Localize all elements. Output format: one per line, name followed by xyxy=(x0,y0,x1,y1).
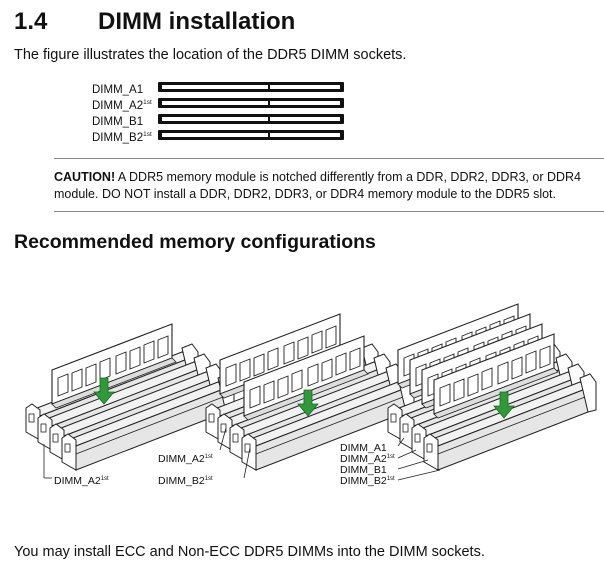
footer-text: You may install ECC and Non-ECC DDR5 DIM… xyxy=(14,544,485,560)
config-four-label-a2: DIMM_A21st xyxy=(340,453,395,465)
dimm-socket xyxy=(158,114,344,124)
dimm-socket xyxy=(158,130,344,140)
config-four-label-b1: DIMM_B1 xyxy=(340,464,387,476)
config-two-label-b2: DIMM_B21st xyxy=(158,475,213,487)
section-number: 1.4 xyxy=(14,8,48,35)
dimm-socket xyxy=(158,82,344,92)
slot-row-b2: DIMM_B21st xyxy=(92,128,362,144)
slot-row-a1: DIMM_A1 xyxy=(92,80,362,96)
config-four-label-b2: DIMM_B21st xyxy=(340,475,395,487)
memory-config-illustration xyxy=(25,303,597,481)
config-one-label-a2: DIMM_A21st xyxy=(54,475,109,487)
dimm-socket-diagram: DIMM_A1 DIMM_A21st DIMM_B1 DIMM_B21st xyxy=(92,80,362,144)
dimm-socket xyxy=(158,98,344,108)
config-four-label-a1: DIMM_A1 xyxy=(340,442,387,454)
recommended-configs-heading: Recommended memory configurations xyxy=(14,231,376,253)
caution-text: CAUTION! A DDR5 memory module is notched… xyxy=(54,170,582,201)
config-four-dimm xyxy=(387,303,597,471)
slot-label: DIMM_B1 xyxy=(92,116,144,128)
slot-label: DIMM_B21st xyxy=(92,131,152,144)
config-one-dimm xyxy=(25,323,235,471)
slot-label: DIMM_A1 xyxy=(92,84,144,96)
slot-label: DIMM_A21st xyxy=(92,99,152,112)
config-two-label-a2: DIMM_A21st xyxy=(158,453,213,465)
slot-row-b1: DIMM_B1 xyxy=(92,112,362,128)
caution-box: CAUTION! A DDR5 memory module is notched… xyxy=(54,158,604,212)
caution-label: CAUTION! xyxy=(54,170,116,184)
section-title: DIMM installation xyxy=(98,8,296,35)
slot-row-a2: DIMM_A21st xyxy=(92,96,362,112)
intro-text: The figure illustrates the location of t… xyxy=(14,47,407,63)
